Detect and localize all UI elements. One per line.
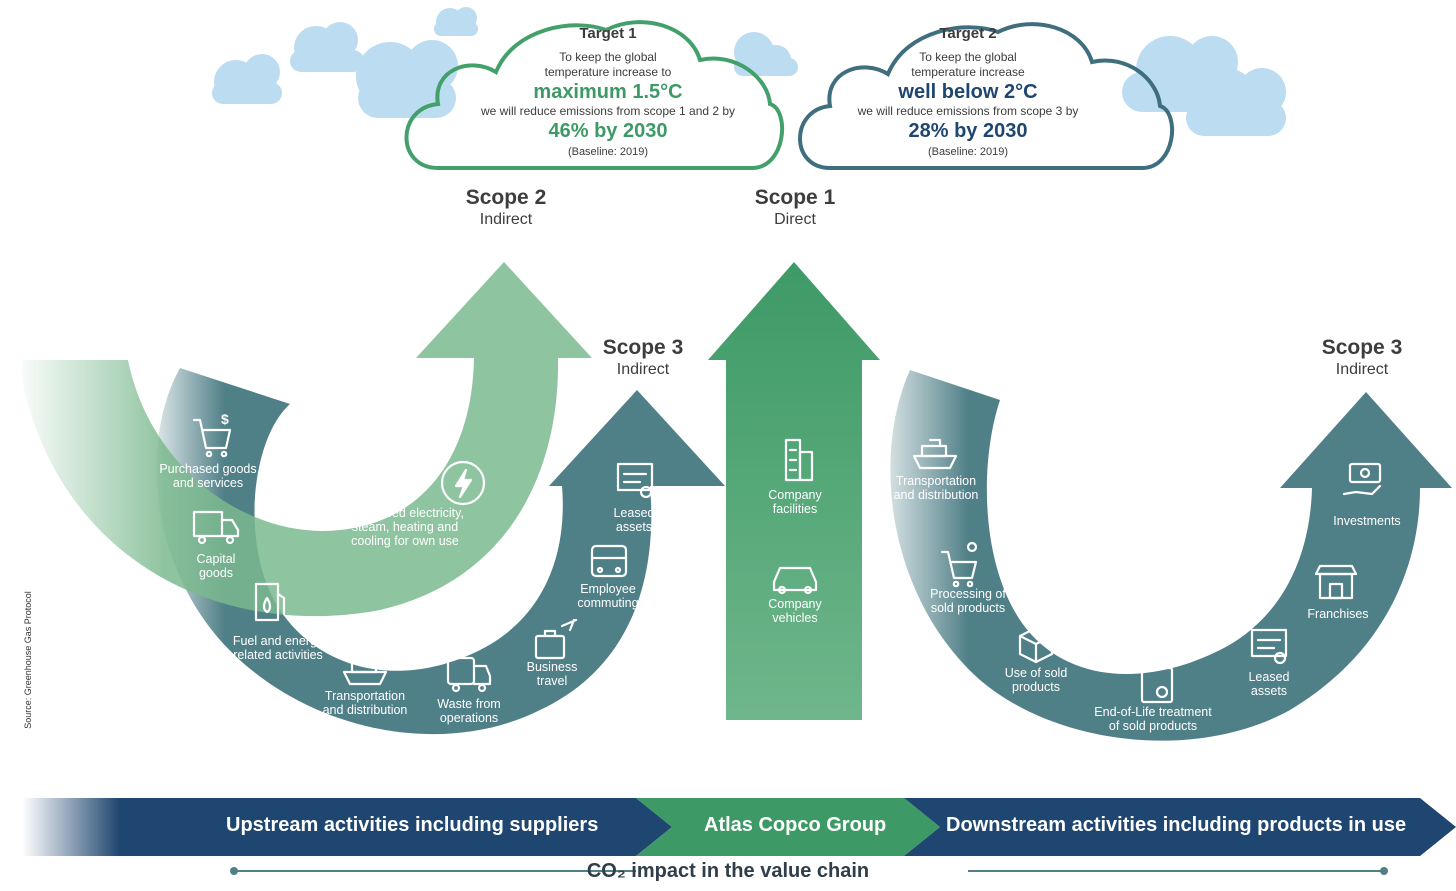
label-waste: Waste from operations bbox=[437, 697, 501, 725]
scope3-downstream-sub: Indirect bbox=[1335, 361, 1389, 378]
target1-goal: 46% by 2030 bbox=[548, 120, 668, 142]
ship-icon bbox=[342, 654, 388, 686]
target2-line1: To keep the global bbox=[919, 50, 1017, 64]
label-downstream-leased-assets: Leased assets bbox=[1248, 670, 1290, 698]
target2-goal: 28% by 2030 bbox=[908, 120, 1028, 142]
target1-line3: we will reduce emissions from scope 1 an… bbox=[480, 104, 736, 118]
label-upstream-leased-assets: Leased assets bbox=[613, 506, 655, 534]
ship-icon bbox=[912, 438, 958, 470]
group-band bbox=[636, 798, 940, 856]
scope1-title: Scope 1 bbox=[754, 186, 836, 209]
downstream-scope3-arrow bbox=[890, 370, 1452, 741]
lightning-icon bbox=[440, 460, 486, 506]
target1-title: Target 1 bbox=[579, 25, 637, 42]
scope3-downstream-title: Scope 3 bbox=[1321, 336, 1403, 359]
value-chain-band bbox=[22, 798, 1456, 856]
storefront-icon bbox=[1314, 564, 1358, 600]
label-employee-commuting: Employee commuting bbox=[577, 582, 639, 610]
upstream-band bbox=[22, 798, 672, 856]
truck-icon bbox=[192, 510, 240, 545]
label-downstream-transport: Transportation and distribution bbox=[893, 474, 979, 502]
certificate-icon bbox=[1250, 628, 1288, 665]
label-company-facilities: Company facilities bbox=[768, 488, 822, 516]
label-purchased-electricity: Purchased electricity, steam, heating an… bbox=[346, 506, 464, 548]
target1-block: Target 1 To keep the global temperature … bbox=[470, 25, 746, 160]
cloud-icon bbox=[212, 54, 282, 104]
footer-line bbox=[230, 867, 1388, 875]
label-capital-goods: Capital goods bbox=[196, 552, 236, 580]
label-company-vehicles: Company vehicles bbox=[768, 597, 822, 625]
label-investments: Investments bbox=[1333, 514, 1401, 528]
target2-line2: temperature increase bbox=[911, 65, 1025, 79]
band-upstream-label: Upstream activities including suppliers bbox=[226, 814, 599, 836]
band-group-label: Atlas Copco Group bbox=[704, 814, 887, 836]
target2-cloud-outline bbox=[798, 22, 1175, 170]
label-upstream-transport: Transportation and distribution bbox=[322, 689, 408, 717]
target1-baseline: (Baseline: 2019) bbox=[567, 146, 649, 158]
source-note: Source: Greenhouse Gas Protocol bbox=[23, 591, 33, 729]
footer-caption: CO₂ impact in the value chain bbox=[586, 860, 870, 882]
cloud-icon bbox=[434, 7, 478, 36]
target2-line3: we will reduce emissions from scope 3 by bbox=[857, 104, 1079, 118]
label-processing: Processing of sold products bbox=[930, 587, 1006, 615]
target1-line1: To keep the global bbox=[559, 50, 657, 64]
svg-text:$: $ bbox=[221, 411, 229, 427]
fuel-pump-icon bbox=[254, 582, 286, 622]
scope2-title: Scope 2 bbox=[465, 186, 547, 209]
certificate-icon bbox=[616, 462, 654, 499]
scope2-sub: Indirect bbox=[479, 211, 533, 228]
scope3-downstream-heading: Scope 3 Indirect bbox=[1302, 336, 1422, 380]
trash-bin-icon bbox=[1136, 662, 1178, 704]
label-franchises: Franchises bbox=[1307, 607, 1369, 621]
scope2-arrow bbox=[22, 262, 592, 617]
garbage-truck-icon bbox=[446, 656, 492, 693]
building-icon bbox=[784, 438, 814, 482]
business-travel-icon bbox=[534, 618, 578, 660]
scope3-upstream-heading: Scope 3 Indirect bbox=[583, 336, 703, 380]
upstream-scope3-arrow bbox=[156, 368, 725, 735]
target2-baseline: (Baseline: 2019) bbox=[927, 146, 1009, 158]
car-icon bbox=[772, 566, 818, 595]
scope1-sub: Direct bbox=[774, 211, 816, 228]
box-icon bbox=[1018, 626, 1054, 664]
cloud-icon bbox=[1186, 68, 1286, 136]
label-business-travel: Business travel bbox=[526, 660, 578, 688]
scope1-heading: Scope 1 Direct bbox=[735, 186, 855, 230]
label-end-of-life: End-of-Life treatment of sold products bbox=[1094, 705, 1212, 733]
bus-icon bbox=[590, 544, 628, 578]
cloud-icon bbox=[290, 22, 364, 72]
target1-cloud-outline bbox=[404, 20, 785, 170]
band-downstream-label: Downstream activities including products… bbox=[946, 814, 1407, 836]
target2-highlight: well below 2°C bbox=[898, 81, 1038, 103]
scope1-arrow bbox=[708, 262, 880, 720]
scope3-upstream-sub: Indirect bbox=[616, 361, 670, 378]
target1-line2: temperature increase to bbox=[544, 65, 672, 79]
target2-block: Target 2 To keep the global temperature … bbox=[830, 25, 1106, 160]
target1-highlight: maximum 1.5°C bbox=[533, 81, 683, 103]
target2-title: Target 2 bbox=[939, 25, 997, 42]
downstream-band bbox=[904, 798, 1456, 856]
shopping-cart-icon: $ bbox=[192, 411, 232, 458]
label-fuel-energy: Fuel and energy related activities bbox=[232, 634, 324, 662]
cart-gear-icon bbox=[940, 541, 978, 588]
scope2-heading: Scope 2 Indirect bbox=[446, 186, 566, 230]
investment-hand-icon bbox=[1342, 462, 1382, 496]
scope3-upstream-title: Scope 3 bbox=[602, 336, 684, 359]
label-purchased-goods: Purchased goods and services bbox=[159, 462, 257, 490]
label-use-of-sold: Use of sold products bbox=[1004, 666, 1068, 694]
